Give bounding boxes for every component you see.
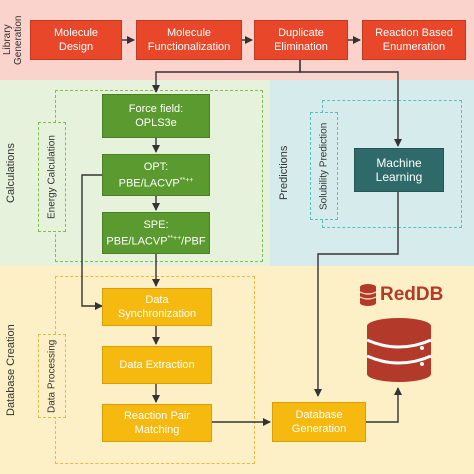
force-field-box: Force field: OPLS3e bbox=[102, 94, 210, 138]
database-icon bbox=[366, 318, 432, 382]
spe-method: PBE/LACVP**++/PBF bbox=[106, 232, 205, 249]
molecule-design-box: Molecule Design bbox=[30, 20, 122, 60]
opt-label: OPT: bbox=[143, 160, 169, 173]
opt-method: PBE/LACVP**++ bbox=[119, 174, 194, 191]
reddb-logo: RedDB bbox=[358, 282, 448, 308]
reddb-logo-text: RedDB bbox=[380, 284, 444, 305]
database-generation-box: Database Generation bbox=[272, 402, 366, 442]
spe-method-sup: **++ bbox=[167, 234, 182, 242]
spe-method-suffix: /PBF bbox=[181, 235, 206, 248]
reaction-enumeration-box: Reaction Based Enumeration bbox=[362, 20, 466, 60]
spe-label: SPE: bbox=[143, 218, 169, 231]
spe-method-base: PBE/LACVP bbox=[106, 235, 168, 248]
molecule-functionalization-box: Molecule Functionalization bbox=[136, 20, 242, 60]
reaction-pair-matching-box: Reaction Pair Matching bbox=[102, 404, 212, 442]
opt-method-sup: **++ bbox=[179, 176, 194, 184]
machine-learning-box: Machine Learning bbox=[354, 148, 444, 192]
data-extraction-box: Data Extraction bbox=[102, 346, 212, 384]
opt-method-base: PBE/LACVP bbox=[118, 177, 180, 190]
spe-box: SPE: PBE/LACVP**++/PBF bbox=[102, 212, 210, 254]
opt-box: OPT: PBE/LACVP**++ bbox=[102, 154, 210, 196]
duplicate-elimination-box: Duplicate Elimination bbox=[254, 20, 348, 60]
data-synchronization-box: Data Synchronization bbox=[102, 288, 212, 326]
reddb-logo-icon bbox=[359, 284, 377, 306]
